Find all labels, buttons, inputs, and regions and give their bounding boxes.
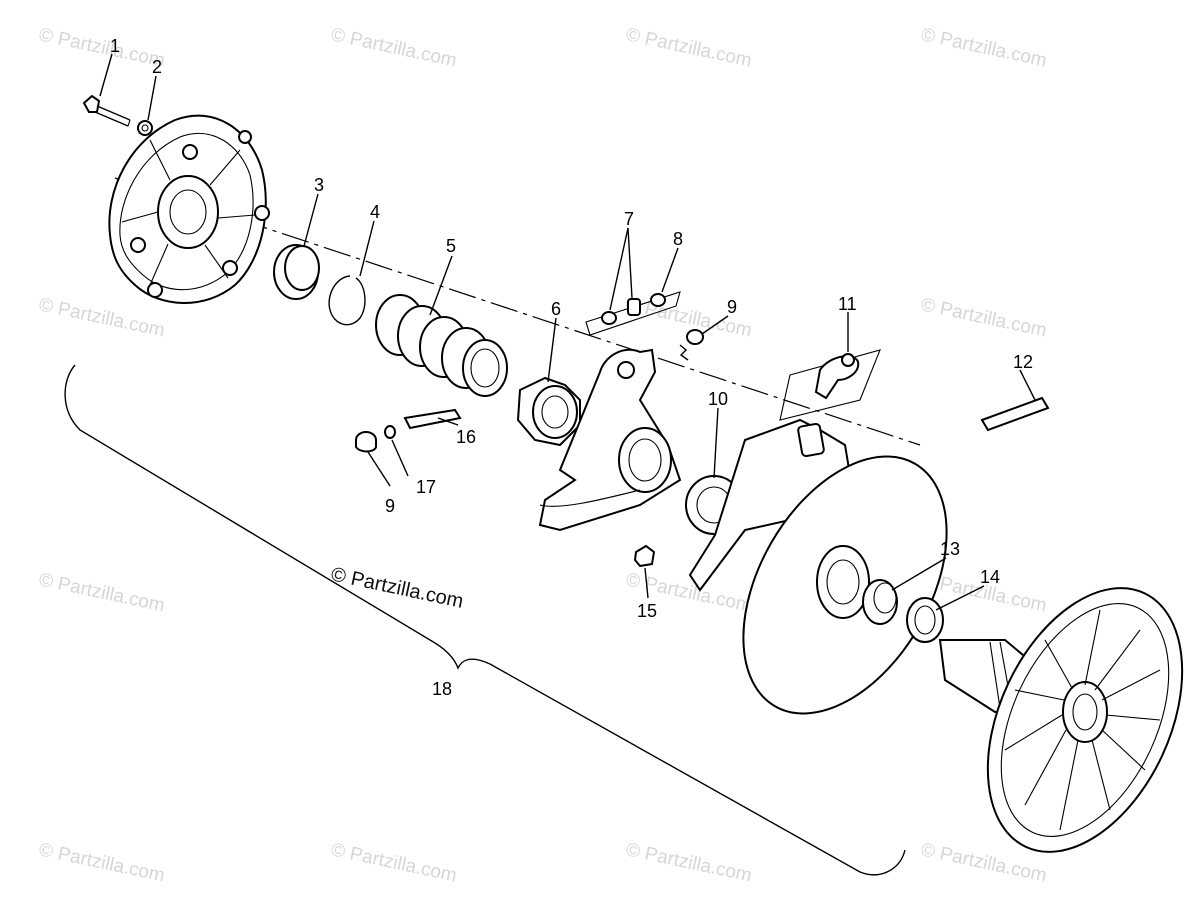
callout-12: 12: [1013, 352, 1033, 372]
callout-11: 11: [838, 294, 857, 314]
part-spring: [375, 294, 508, 397]
part-cap-right: [679, 329, 704, 361]
callout-5: 5: [446, 236, 456, 256]
part-long-pin: [980, 396, 1050, 432]
watermark: © Partzilla.com: [624, 24, 754, 71]
watermark: © Partzilla.com: [919, 294, 1049, 341]
part-bracket-hardware: [585, 291, 681, 336]
watermark: © Partzilla.com: [37, 24, 167, 71]
part-bolt: [82, 94, 131, 127]
callout-18: 18: [432, 679, 452, 699]
callout-9-left: 9: [385, 496, 395, 516]
callout-9-right: 9: [727, 297, 737, 317]
leader-lines: [99, 53, 1036, 611]
watermark: © Partzilla.com: [329, 24, 459, 71]
callout-10: 10: [708, 389, 728, 409]
part-snap-ring: [328, 275, 366, 326]
part-o-ring: [384, 425, 396, 439]
callout-15: 15: [637, 601, 657, 621]
assembly-bracket: [64, 364, 906, 876]
callout-14: 14: [980, 567, 1000, 587]
part-pin: [403, 408, 462, 430]
callout-2: 2: [152, 57, 162, 77]
part-cap-left: [355, 431, 377, 453]
part-washer: [137, 120, 153, 136]
watermark: © Partzilla.com: [919, 24, 1049, 71]
watermark: © Partzilla.com: [37, 839, 167, 886]
watermark-center: © Partzilla.com: [329, 563, 465, 613]
part-spacer: [779, 349, 881, 421]
callout-8: 8: [673, 229, 683, 249]
callout-3: 3: [314, 175, 324, 195]
callout-1: 1: [110, 36, 120, 56]
part-sheave-bushing: [862, 579, 898, 625]
callout-7: 7: [624, 209, 634, 229]
callout-16: 16: [456, 427, 476, 447]
part-bushing: [273, 244, 320, 300]
callout-13: 13: [940, 539, 960, 559]
part-bearing-collar: [516, 376, 581, 447]
part-fixed-sheave: [938, 587, 1184, 853]
part-sheave-washer: [906, 597, 944, 643]
sheave-spokes: [1004, 609, 1161, 831]
watermark: © Partzilla.com: [329, 839, 459, 886]
part-moveable-sheave: [688, 418, 948, 715]
callout-6: 6: [551, 299, 561, 319]
callout-17: 17: [416, 477, 436, 497]
part-roller-arm: [538, 348, 682, 532]
callout-labels: 1 2 3 4 5 6 7 8 9 11 12 10 16 17 9 13 14…: [110, 36, 1033, 699]
watermark: © Partzilla.com: [624, 839, 754, 886]
callout-4: 4: [370, 202, 380, 222]
part-nut: [633, 544, 656, 568]
watermark: © Partzilla.com: [37, 294, 167, 341]
part-cover-housing: [108, 114, 270, 304]
watermark: © Partzilla.com: [37, 569, 167, 616]
